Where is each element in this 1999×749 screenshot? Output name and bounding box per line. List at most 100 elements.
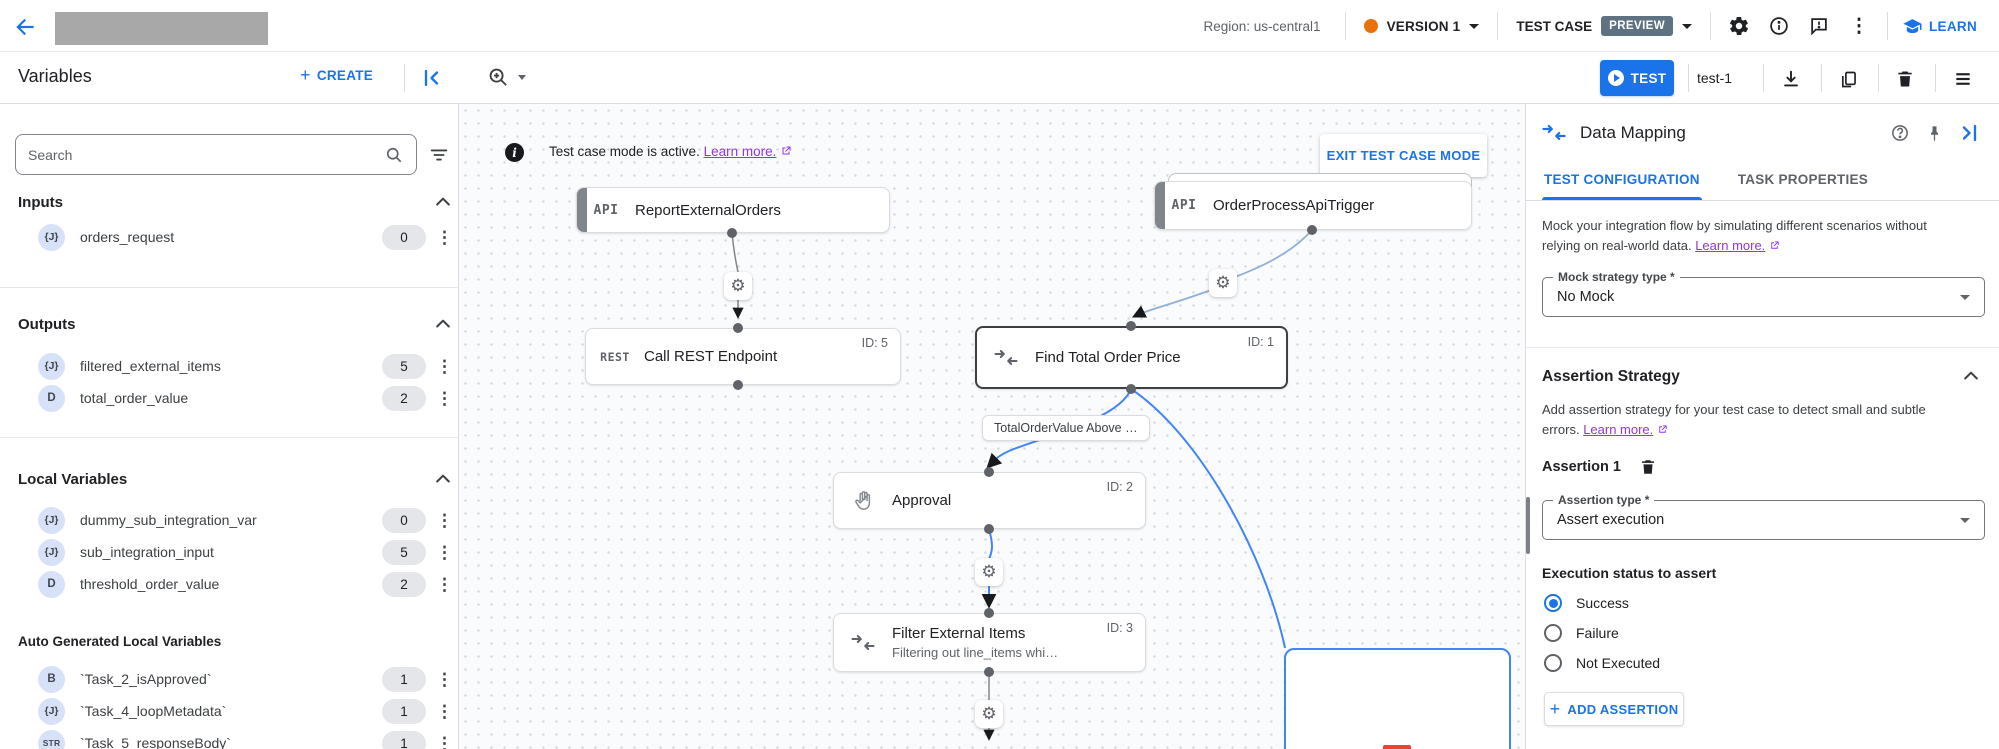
plus-icon: +: [300, 65, 311, 85]
delete-assertion-icon[interactable]: [1639, 458, 1657, 476]
assertion-type-select[interactable]: Assertion type * Assert execution: [1542, 493, 1985, 540]
connector-dot[interactable]: [984, 524, 994, 534]
create-variable-button[interactable]: + CREATE: [300, 66, 373, 84]
node-order-process-api-trigger[interactable]: API OrderProcessApiTrigger: [1154, 181, 1472, 230]
chevron-up-icon[interactable]: [1961, 368, 1981, 384]
more-vert-icon[interactable]: ⋮: [436, 574, 453, 594]
edge-gear-icon[interactable]: ⚙: [975, 700, 1003, 728]
learn-more-link[interactable]: Learn more.: [1583, 421, 1654, 437]
highlighted-node-partial[interactable]: [1284, 648, 1511, 749]
test-button[interactable]: TEST: [1600, 60, 1674, 96]
more-vert-icon[interactable]: ⋮: [436, 227, 453, 247]
more-vert-icon[interactable]: ⋮: [436, 356, 453, 376]
chevron-up-icon[interactable]: [433, 194, 453, 210]
node-id: ID: 1: [1247, 335, 1274, 349]
variable-row[interactable]: {J} orders_request 0 ⋮: [38, 222, 453, 252]
exit-test-case-mode-button[interactable]: EXIT TEST CASE MODE: [1320, 134, 1487, 177]
feedback-icon[interactable]: [1799, 6, 1839, 46]
radio-success[interactable]: Success: [1544, 594, 1629, 612]
assertion-strategy-title: Assertion Strategy: [1542, 368, 1680, 385]
edge-gear-icon[interactable]: ⚙: [975, 558, 1003, 586]
chevron-down-icon: [1960, 517, 1970, 523]
panel-tabs: TEST CONFIGURATION TASK PROPERTIES: [1526, 159, 1999, 201]
variable-row[interactable]: {J} `Task_4_loopMetadata` 1 ⋮: [38, 696, 453, 726]
section-title-local-variables: Local Variables: [18, 471, 128, 488]
add-assertion-button[interactable]: + ADD ASSERTION: [1544, 692, 1684, 726]
download-icon[interactable]: [1778, 66, 1804, 92]
more-vert-icon[interactable]: ⋮: [436, 733, 453, 749]
connector-dot[interactable]: [733, 323, 743, 333]
connector-dot[interactable]: [1126, 384, 1136, 394]
variables-sidebar: Inputs {J} orders_request 0 ⋮ Outputs {J…: [0, 104, 459, 749]
list-view-icon[interactable]: [1950, 66, 1976, 92]
variable-row[interactable]: D threshold_order_value 2 ⋮: [38, 569, 453, 599]
variable-row[interactable]: {J} filtered_external_items 5 ⋮: [38, 351, 453, 381]
more-vert-icon[interactable]: ⋮: [436, 510, 453, 530]
variable-row[interactable]: {J} sub_integration_input 5 ⋮: [38, 537, 453, 567]
test-case-menu[interactable]: TEST CASE PREVIEW: [1516, 16, 1692, 36]
chevron-up-icon[interactable]: [433, 316, 453, 332]
more-vert-icon[interactable]: ⋮: [436, 388, 453, 408]
connector-dot[interactable]: [1126, 321, 1136, 331]
json-type-icon: {J}: [38, 223, 65, 251]
collapse-panel-icon[interactable]: [1951, 116, 1985, 150]
connector-dot[interactable]: [733, 380, 743, 390]
node-approval[interactable]: Approval ID: 2: [833, 472, 1146, 529]
variable-row[interactable]: B `Task_2_isApproved` 1 ⋮: [38, 664, 453, 694]
learn-more-link[interactable]: Learn more.: [1695, 237, 1766, 253]
sort-filter-icon[interactable]: [428, 144, 450, 166]
boolean-type-icon: B: [38, 665, 65, 693]
search-box[interactable]: [15, 134, 417, 175]
copy-icon[interactable]: [1835, 66, 1861, 92]
node-filter-external-items[interactable]: Filter External Items Filtering out line…: [833, 613, 1146, 672]
assertion-item-header: Assertion 1: [1542, 458, 1657, 476]
variable-row[interactable]: {J} dummy_sub_integration_var 0 ⋮: [38, 505, 453, 535]
node-call-rest-endpoint[interactable]: REST Call REST Endpoint ID: 5: [585, 328, 901, 385]
version-menu[interactable]: VERSION 1: [1363, 19, 1480, 34]
divider: [1688, 64, 1689, 92]
node-report-external-orders[interactable]: API ReportExternalOrders: [576, 187, 890, 233]
chevron-up-icon[interactable]: [433, 471, 453, 487]
tab-task-properties[interactable]: TASK PROPERTIES: [1737, 172, 1869, 187]
connector-dot[interactable]: [984, 608, 994, 618]
more-vert-icon[interactable]: ⋮: [1849, 15, 1869, 37]
test-case-name[interactable]: test-1: [1697, 70, 1733, 86]
info-icon[interactable]: [1759, 6, 1799, 46]
field-label: Assertion type *: [1553, 493, 1655, 507]
connector-dot[interactable]: [727, 228, 737, 238]
more-vert-icon[interactable]: ⋮: [436, 701, 453, 721]
radio-failure[interactable]: Failure: [1544, 624, 1619, 642]
mock-strategy-select[interactable]: Mock strategy type * No Mock: [1542, 270, 1985, 317]
edge-condition-label[interactable]: TotalOrderValue Above …: [982, 415, 1150, 441]
help-icon[interactable]: [1883, 116, 1917, 150]
variable-row[interactable]: STR `Task_5_responseBody` 1 ⋮: [38, 728, 453, 749]
pin-icon[interactable]: [1917, 116, 1951, 150]
node-find-total-order-price[interactable]: Find Total Order Price ID: 1: [975, 326, 1288, 389]
radio-not-executed[interactable]: Not Executed: [1544, 654, 1660, 672]
settings-gear-icon[interactable]: [1719, 6, 1759, 46]
delete-icon[interactable]: [1892, 66, 1918, 92]
more-vert-icon[interactable]: ⋮: [436, 542, 453, 562]
search-input[interactable]: [28, 146, 384, 163]
tab-test-configuration[interactable]: TEST CONFIGURATION: [1542, 159, 1702, 200]
edge-gear-icon[interactable]: ⚙: [724, 272, 752, 300]
collapse-sidebar-icon[interactable]: [420, 66, 444, 90]
usage-count-badge: 5: [382, 353, 426, 379]
variable-row[interactable]: D total_order_value 2 ⋮: [38, 383, 453, 413]
connector-dot[interactable]: [984, 667, 994, 677]
edge-gear-icon[interactable]: ⚙: [1209, 269, 1237, 297]
banner-text: Test case mode is active.: [549, 144, 700, 159]
zoom-control[interactable]: [487, 66, 526, 89]
integration-flow-canvas[interactable]: i Test case mode is active. Learn more. …: [459, 104, 1525, 749]
more-vert-icon[interactable]: ⋮: [436, 669, 453, 689]
version-status-dot: [1363, 19, 1378, 33]
scrollbar-thumb[interactable]: [1526, 497, 1530, 554]
back-arrow-icon[interactable]: [12, 14, 38, 40]
api-icon: API: [1171, 198, 1197, 213]
chevron-down-icon: [518, 75, 526, 80]
connector-dot[interactable]: [984, 467, 994, 477]
connector-dot[interactable]: [1307, 225, 1317, 235]
learn-more-link[interactable]: Learn more.: [703, 144, 777, 159]
learn-button[interactable]: LEARN: [1902, 16, 1977, 37]
usage-count-badge: 1: [382, 666, 426, 692]
